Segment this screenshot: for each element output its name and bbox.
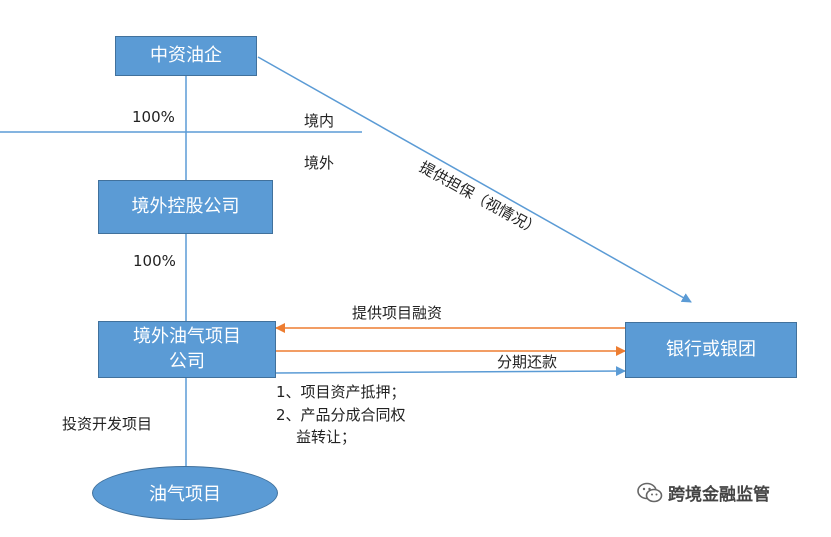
node-holding-company: 境外控股公司 [98,180,273,234]
watermark: 跨境金融监管 [637,480,770,505]
watermark-text: 跨境金融监管 [668,485,770,505]
label-collateral-3: 益转让； [296,428,357,446]
label-collateral-1: 1、项目资产抵押； [276,383,406,401]
label-overseas: 境外 [304,154,335,172]
label-share-top: 100% [132,108,175,126]
node-parent-company-label: 中资油企 [150,44,222,66]
label-share-bottom: 100% [133,252,176,270]
label-domestic: 境内 [304,112,335,130]
node-holding-company-label: 境外控股公司 [131,195,240,217]
node-oil-project-label: 油气项目 [149,484,221,505]
node-bank: 银行或银团 [625,322,797,378]
node-bank-label: 银行或银团 [666,338,756,360]
label-invest: 投资开发项目 [62,415,153,433]
node-project-company-label-line2: 公司 [169,350,205,372]
node-oil-project: 油气项目 [92,466,278,520]
label-repayment: 分期还款 [497,353,558,371]
node-project-company-label-line1: 境外油气项目 [133,326,241,348]
label-collateral-2: 2、产品分成合同权 [276,406,406,424]
repayment-arrow-blue [275,366,626,377]
guarantee-arrow [257,56,692,303]
node-parent-company: 中资油企 [115,36,257,76]
label-financing: 提供项目融资 [352,304,443,322]
wechat-icon [637,482,663,502]
node-project-company: 境外油气项目 公司 [98,321,276,378]
